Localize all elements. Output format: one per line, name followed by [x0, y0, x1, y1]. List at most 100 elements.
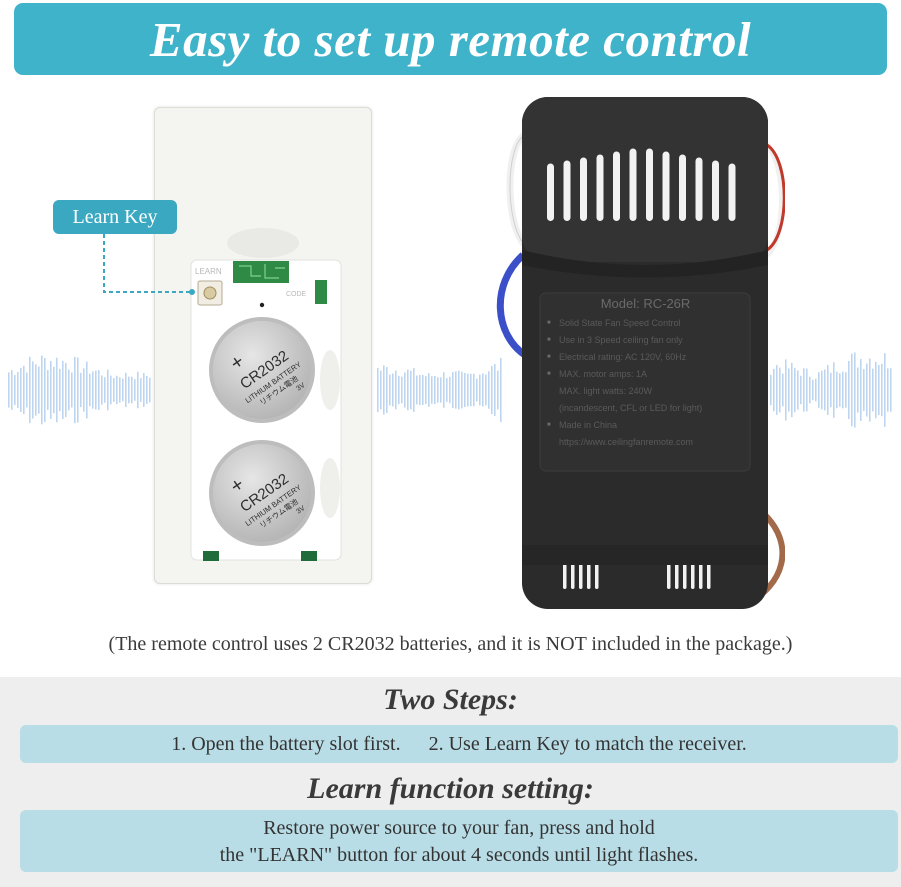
receiver-label-plate: Model: RC-26R Solid State Fan Speed Cont…: [543, 295, 748, 475]
vent-slot: [547, 163, 554, 221]
wave-bar: [848, 360, 850, 420]
wave-bar: [479, 374, 481, 406]
learn-text: LEARN: [195, 267, 222, 276]
wave-bar: [845, 372, 847, 408]
wave-bar: [410, 370, 412, 410]
wave-bar: [875, 361, 877, 419]
wave-bar: [809, 376, 811, 404]
wave-bar: [788, 368, 790, 412]
wave-bar: [131, 376, 133, 404]
vent-slot: [629, 148, 637, 221]
learn-setting-heading: Learn function setting:: [307, 772, 594, 805]
wave-bar: [833, 362, 835, 418]
wave-bar: [836, 371, 838, 409]
wave-bar: [134, 379, 136, 401]
wave-bar: [878, 365, 880, 415]
receiver-spec-line: https://www.ceilingfanremote.com: [559, 437, 694, 447]
vent-slot: [646, 148, 653, 221]
wave-bar: [782, 373, 784, 407]
wave-bar: [392, 373, 394, 407]
learn-setting-bar: Restore power source to your fan, press …: [20, 810, 898, 872]
wave-bar: [104, 377, 106, 403]
wave-bar: [68, 369, 70, 411]
vent-slot: [667, 563, 671, 589]
wave-bar: [95, 370, 97, 410]
vent-slot: [571, 563, 575, 589]
wave-bar: [881, 363, 883, 417]
wave-bar: [851, 353, 853, 427]
wave-bar: [101, 375, 103, 405]
wave-bar: [803, 368, 805, 412]
vent-slot: [563, 563, 567, 589]
vent-slot: [563, 160, 571, 221]
wave-bar: [77, 357, 79, 423]
wave-bar: [485, 374, 487, 406]
wave-bar: [53, 366, 55, 414]
wave-bar: [842, 371, 844, 409]
wave-bar: [890, 368, 892, 412]
wave-bar: [446, 378, 448, 402]
wave-bar: [14, 374, 16, 406]
wave-bar: [791, 362, 793, 418]
wave-bar: [467, 373, 469, 407]
learn-key-label: Learn Key: [53, 200, 177, 234]
wave-bar: [476, 378, 478, 402]
wave-bar: [413, 368, 415, 412]
vent-slot: [679, 154, 686, 221]
wave-bar: [386, 367, 388, 413]
wave-bar: [872, 368, 874, 412]
wave-bar: [434, 375, 436, 405]
wave-bar: [113, 378, 115, 402]
wave-bar: [11, 370, 13, 410]
wave-bar: [419, 374, 421, 406]
wave-bar: [431, 376, 433, 404]
wave-bar: [827, 365, 829, 415]
wave-bar: [428, 373, 430, 407]
wave-bar: [29, 356, 31, 424]
wave-bar: [491, 366, 493, 414]
wave-bar: [401, 376, 403, 404]
wave-bar: [92, 371, 94, 409]
battery-top: + CR2032 LITHIUM BATTERY リチウム電池 3V: [209, 317, 315, 423]
wave-bar: [815, 378, 817, 402]
wave-bar: [8, 372, 10, 408]
wave-bar: [794, 367, 796, 413]
wave-bar: [404, 372, 406, 408]
wave-bar: [80, 372, 82, 408]
wave-bar: [416, 375, 418, 405]
wave-bar: [812, 379, 814, 401]
wave-bar: [860, 359, 862, 421]
wave-bar: [779, 367, 781, 413]
receiver-spec-line: MAX. light watts: 240W: [559, 386, 653, 396]
receiver-spec-line: (incandescent, CFL or LED for light): [559, 403, 703, 413]
wave-bar: [464, 372, 466, 408]
wave-bar: [482, 373, 484, 407]
vent-slot: [579, 563, 583, 589]
wave-bar: [89, 373, 91, 407]
svg-text:3V: 3V: [295, 505, 306, 516]
wave-bar: [407, 369, 409, 411]
wave-bar: [830, 372, 832, 408]
battery-note: (The remote control uses 2 CR2032 batter…: [108, 633, 793, 655]
receiver-spec-line: MAX. motor amps: 1A: [543, 366, 748, 383]
wave-bar: [143, 372, 145, 408]
vent-slot: [728, 163, 736, 221]
wave-bar: [818, 372, 820, 408]
code-text: CODE: [286, 291, 307, 298]
sound-wave-graphic: [8, 352, 892, 428]
wave-bar: [110, 375, 112, 405]
wave-bar: [86, 361, 88, 419]
step-one: 1. Open the battery slot first.: [171, 732, 401, 755]
wave-bar: [23, 365, 25, 415]
wave-bar: [497, 370, 499, 410]
wave-bar: [839, 373, 841, 407]
wave-bar: [383, 365, 385, 415]
receiver-model: Model: RC-26R: [600, 296, 691, 311]
wave-bar: [494, 364, 496, 416]
wave-bar: [389, 374, 391, 406]
vent-slot: [595, 563, 599, 589]
vent-slot: [695, 157, 703, 221]
wave-bar: [773, 368, 775, 412]
wave-bar: [128, 376, 130, 404]
wave-bar: [887, 368, 889, 412]
